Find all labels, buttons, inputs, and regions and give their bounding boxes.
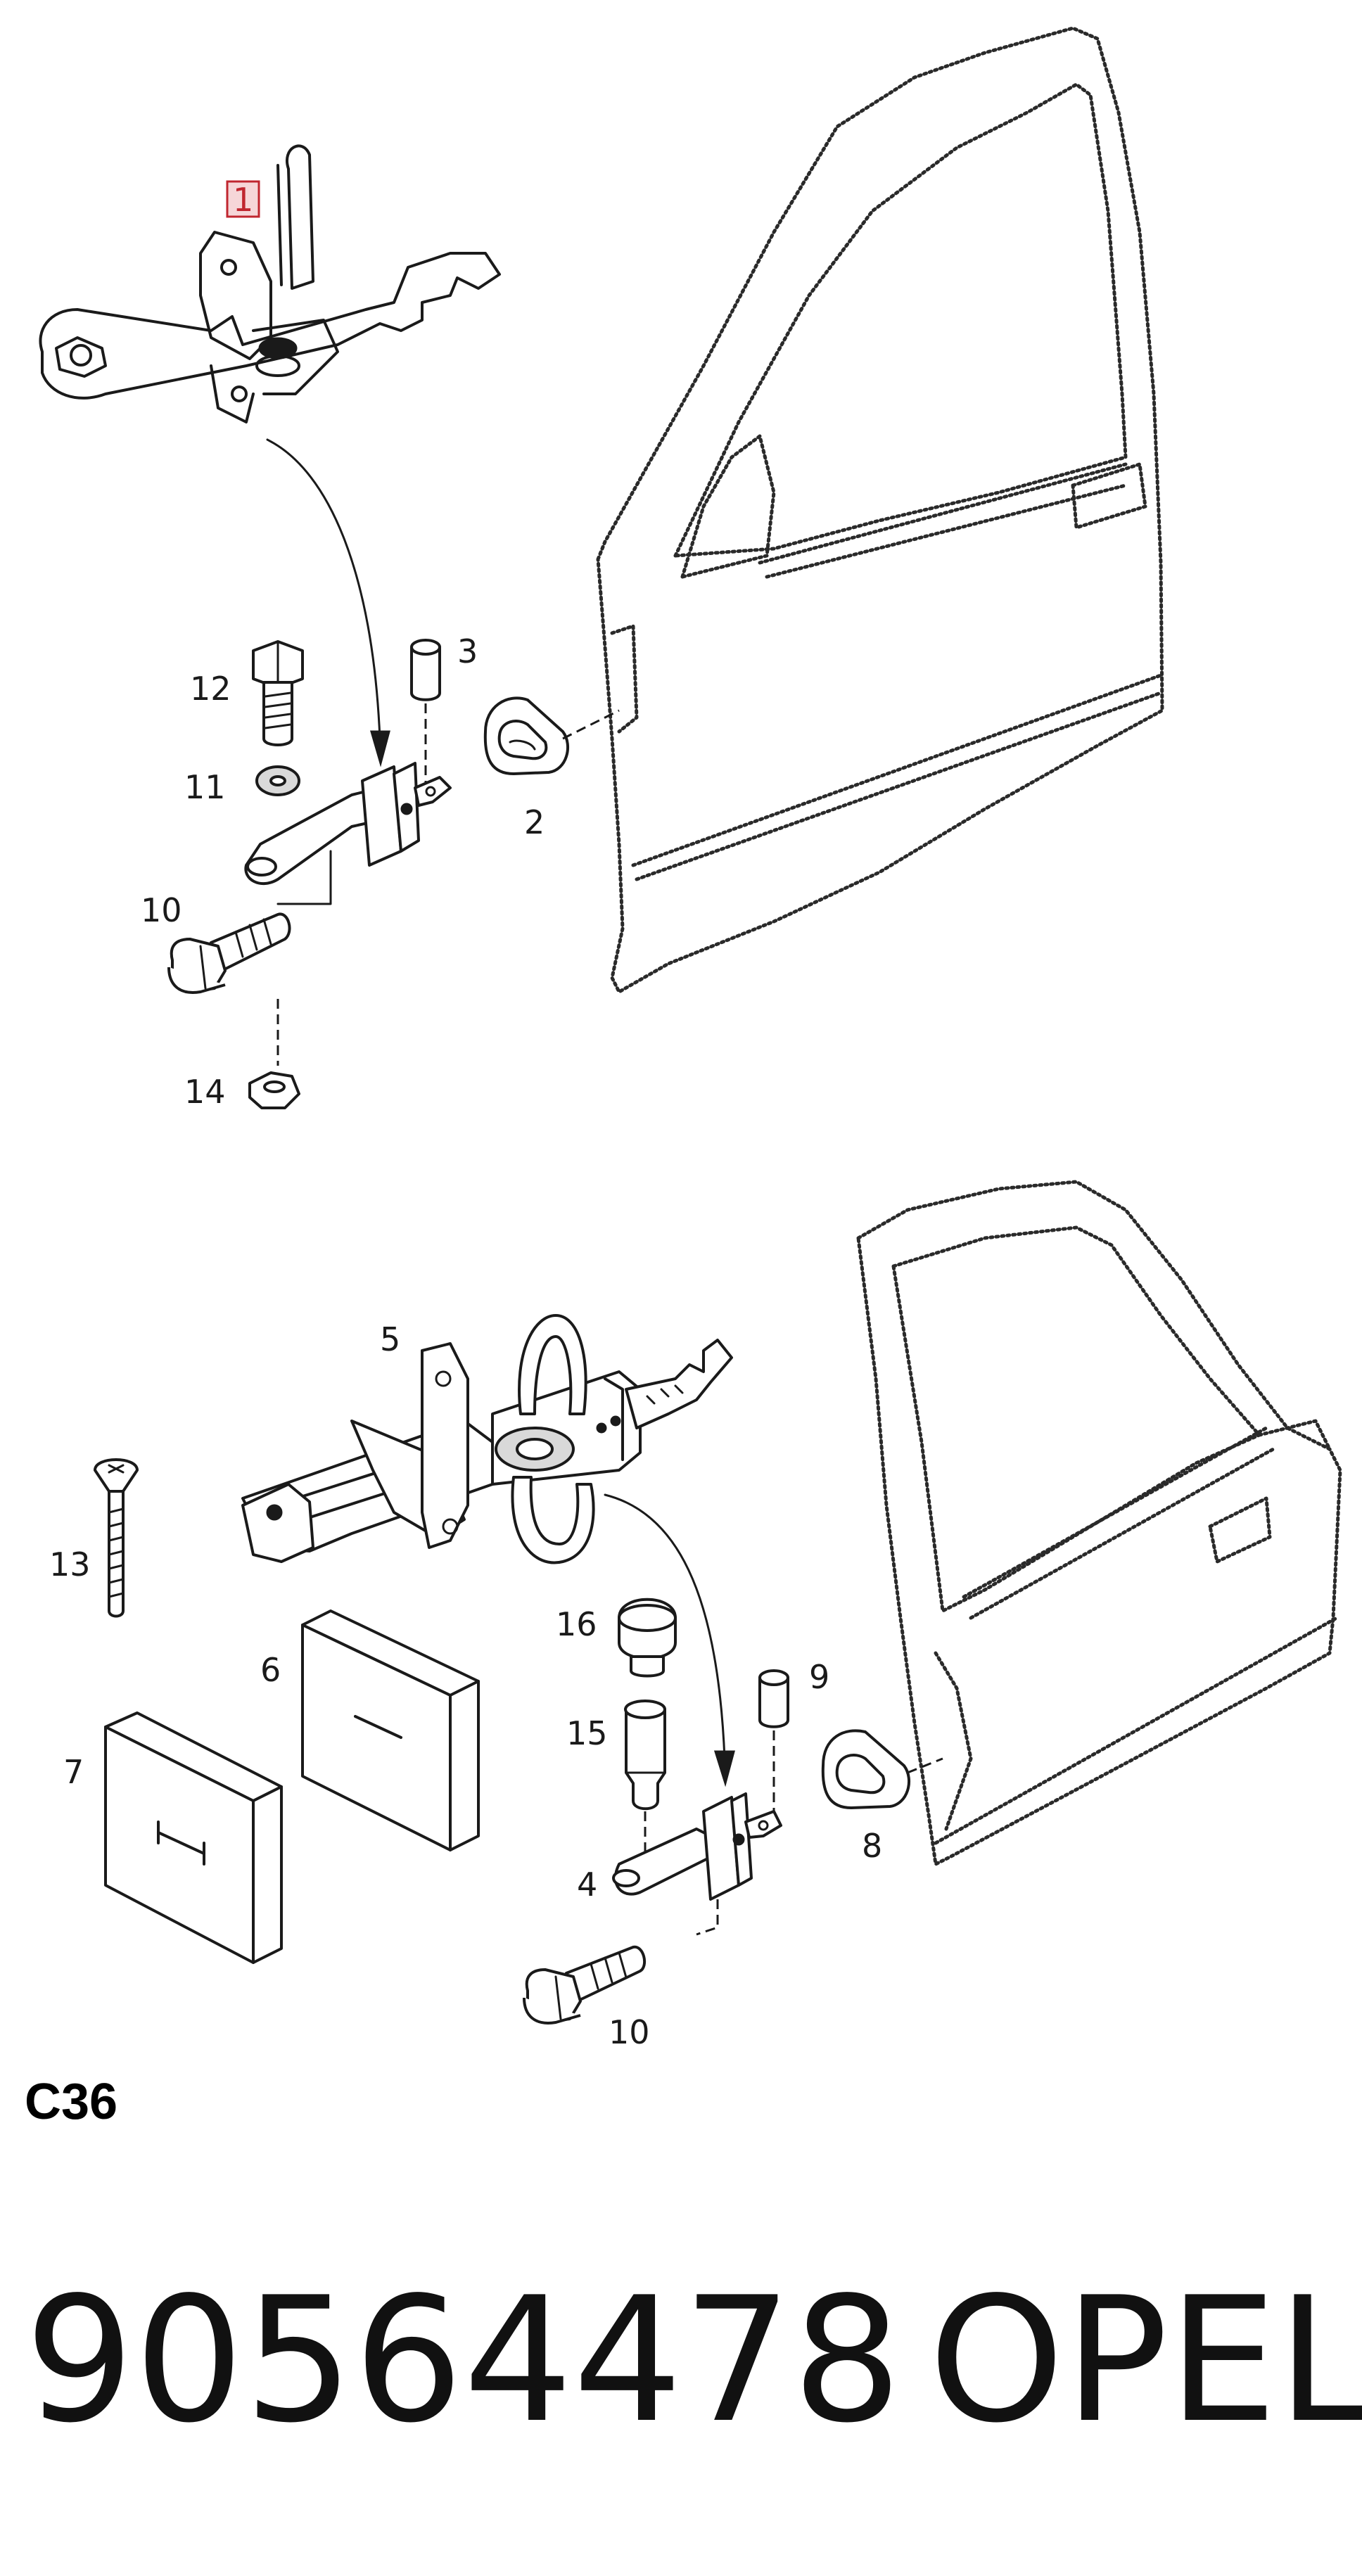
callout-14: 14	[184, 1073, 226, 1111]
callout-1-highlight	[226, 180, 260, 218]
assembly-arrowhead-rear	[713, 1750, 735, 1787]
callout-7: 7	[63, 1753, 84, 1791]
part-number: 90564478	[25, 2260, 902, 2461]
part-10-flange-bolt-front	[167, 912, 291, 994]
assembly-arrow-front	[266, 438, 381, 740]
front-check-strap	[244, 762, 452, 905]
assembly-arrowhead-front	[370, 730, 390, 767]
callout-8: 8	[862, 1827, 882, 1865]
part-8-buffer	[821, 1729, 911, 1809]
callout-12: 12	[190, 670, 231, 708]
brand-name: OPEL	[929, 2260, 1362, 2461]
part-2-buffer	[483, 696, 570, 775]
callout-11: 11	[184, 768, 226, 806]
part-6-pad	[301, 1609, 480, 1851]
front-door-illustration	[596, 26, 1164, 994]
part-9-pin	[758, 1669, 789, 1728]
part-14-nut	[248, 1071, 300, 1109]
part-11-washer	[255, 765, 300, 796]
part-15-sleeve	[624, 1700, 666, 1811]
callout-9: 9	[809, 1658, 829, 1696]
section-code: C36	[25, 2074, 117, 2130]
part-3-pin	[410, 639, 441, 701]
callout-4: 4	[577, 1866, 597, 1904]
part-1-door-check-assembly	[39, 144, 501, 423]
callout-6: 6	[260, 1651, 281, 1689]
callout-16: 16	[556, 1605, 597, 1643]
part-4-check-strap	[612, 1792, 782, 1936]
callout-13: 13	[49, 1545, 91, 1583]
part-7-pad	[104, 1711, 283, 1964]
part-12-bolt	[252, 640, 304, 746]
callout-10-front: 10	[141, 891, 182, 929]
callout-10-rear: 10	[609, 2013, 650, 2051]
part-5-door-check-assembly	[241, 1314, 733, 1564]
callout-15: 15	[566, 1714, 608, 1752]
rear-door-illustration	[856, 1180, 1342, 1866]
part-13-screw	[94, 1458, 139, 1618]
part-10-flange-bolt-rear	[523, 1945, 647, 2025]
callout-5: 5	[380, 1320, 400, 1358]
part-16-cap	[618, 1598, 677, 1678]
callout-2: 2	[524, 803, 545, 841]
callout-1: 1	[233, 181, 253, 219]
assembly-arrow-rear	[604, 1493, 726, 1760]
callout-3: 3	[457, 632, 478, 670]
